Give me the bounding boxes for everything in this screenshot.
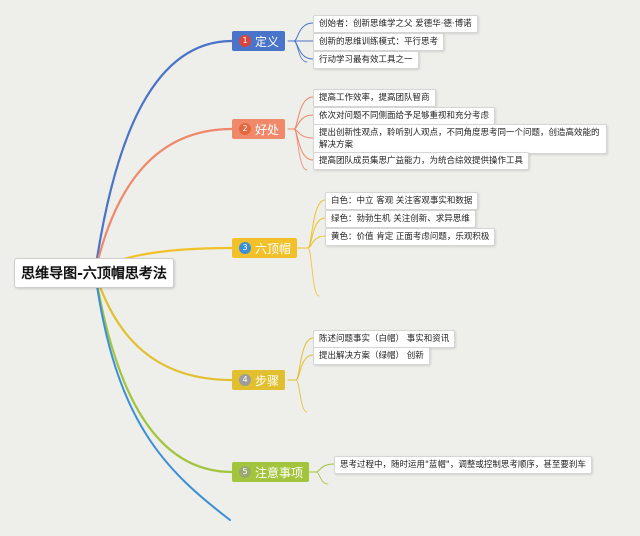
branch-label: 六顶帽 <box>255 241 292 256</box>
leaf-item[interactable]: 创始者：创新思维学之父 爱德华·德·博诺 <box>313 15 478 33</box>
leaf-connector <box>295 337 314 381</box>
leaf-item[interactable]: 提出创新性观点，聆听别人观点，不同角度思考同一个问题，创造高效能的解决方案 <box>313 124 607 154</box>
leaf-connector <box>293 96 314 130</box>
number-badge-icon: 1 <box>239 35 251 47</box>
number-badge-icon: 3 <box>239 242 251 254</box>
leaf-item[interactable]: 思考过程中，随时运用"蓝帽"，调整或控制思考顺序，甚至要刹车 <box>334 456 592 474</box>
leaf-connector <box>293 128 314 161</box>
branch-connector <box>93 127 234 274</box>
leaf-item[interactable]: 提高工作效率，提高团队智商 <box>313 89 436 107</box>
leaf-item[interactable]: 绿色：勃勃生机 关注创新、求异思维 <box>325 210 476 228</box>
leaf-item[interactable]: 提出解决方案（绿帽） 创新 <box>313 347 430 365</box>
leaf-item[interactable]: 陈述问题事实（白帽） 事实和资讯 <box>313 330 456 348</box>
branch-label: 定义 <box>255 34 280 49</box>
number-badge-icon: 4 <box>239 374 251 386</box>
leaf-connector <box>295 379 308 413</box>
leaf-item[interactable]: 依次对问题不同侧面给予足够重视和充分考虑 <box>313 107 496 125</box>
leaf-connector <box>295 354 314 381</box>
leaf-item[interactable]: 白色：中立 客观 关注客观事实和数据 <box>325 192 479 210</box>
branch-connector <box>93 39 234 274</box>
branch-connector <box>93 270 234 382</box>
leaf-connector <box>307 247 320 297</box>
leaf-item[interactable]: 行动学习最有效工具之一 <box>313 51 419 69</box>
branch-node-steps[interactable]: 4 步骤 <box>232 370 286 390</box>
leaf-connector <box>293 114 314 130</box>
number-badge-icon: 2 <box>239 123 251 135</box>
number-badge-icon: 5 <box>239 466 251 478</box>
leaf-connector <box>315 463 335 473</box>
leaf-connector <box>307 217 326 249</box>
leaf-connector <box>293 40 308 63</box>
leaf-item[interactable]: 提高团队成员集思广益能力，为统合综效提供操作工具 <box>313 152 530 170</box>
root-label: 思维导图-六顶帽思考法 <box>21 266 167 282</box>
leaf-item[interactable]: 黄色：价值 肯定 正面考虑问题，乐观积极 <box>325 228 496 246</box>
branch-node-definition[interactable]: 1 定义 <box>232 31 286 51</box>
leaf-connector <box>293 40 314 60</box>
leaf-connector <box>315 471 329 485</box>
leaf-item[interactable]: 创新的思维训练模式：平行思考 <box>313 33 445 51</box>
leaf-connector <box>293 22 314 42</box>
branch-node-notes[interactable]: 5 注意事项 <box>232 462 310 482</box>
branch-label: 注意事项 <box>255 465 304 480</box>
leaf-connector <box>293 128 308 171</box>
branch-label: 好处 <box>255 122 280 137</box>
branch-node-six-hats[interactable]: 3 六顶帽 <box>232 238 298 258</box>
leaf-connector <box>307 235 326 249</box>
branch-node-benefits[interactable]: 2 好处 <box>232 119 286 139</box>
branch-label: 步骤 <box>255 373 280 388</box>
branch-connector <box>93 270 234 474</box>
branch-connector <box>94 271 231 521</box>
root-node[interactable]: 思维导图-六顶帽思考法 <box>14 258 174 288</box>
